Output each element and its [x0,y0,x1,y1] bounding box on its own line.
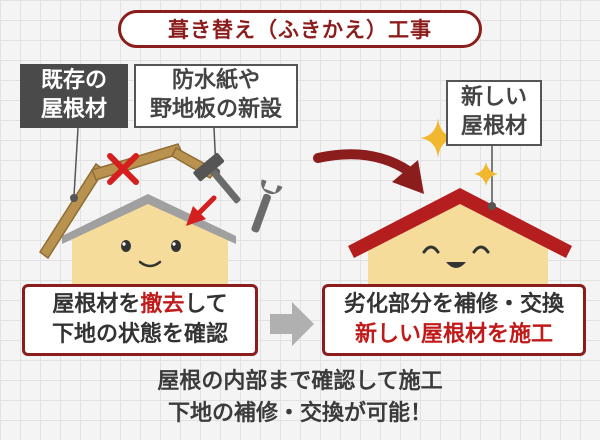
new-underlayment-label: 防水紙や 野地板の新設 [134,64,298,128]
footer-line1: 屋根の内部まで確認して施工 [157,369,443,394]
right-caption-box: 劣化部分を補修・交換 新しい屋根材を施工 [322,284,586,356]
wrench-icon [251,179,283,233]
left-house-eye-right [171,240,181,252]
footer-text: 屋根の内部まで確認して施工 下地の補修・交換が可能！ [0,366,600,430]
right-house-mouth [446,262,466,268]
right-house-wall [368,200,548,296]
left-house-eye-left [121,240,131,252]
footer-line2: 下地の補修・交換が可能！ [167,400,432,426]
left-house-roof [62,194,236,244]
left-caption-line1: 屋根材を撤去して [52,292,228,318]
arrow-down-icon [186,195,217,226]
page-title: 葺き替え（ふきかえ）工事 [118,10,482,48]
left-caption-line2: 下地の状態を確認 [51,322,228,347]
left-caption-box: 屋根材を撤去して 下地の状態を確認 [22,284,258,356]
curved-arrow-icon [313,149,424,194]
right-house [348,146,572,296]
right-house-eye-right [472,245,490,254]
right-caption-line1: 劣化部分を補修・交換 [343,292,564,318]
left-house [62,194,236,292]
x-mark-icon [107,153,139,185]
old-roof-label: 既存の 屋根材 [20,64,128,128]
arrow-right-icon [270,302,314,346]
right-house-roof [348,188,572,258]
new-roof-label: 新しい 屋根材 [446,80,542,146]
emphasis-remove: 撤去 [140,292,185,318]
right-house-eye-left [422,245,440,254]
hammer-icon [193,152,241,204]
right-caption-line2: 新しい屋根材を施工 [354,322,553,347]
left-house-mouth [138,260,162,268]
left-house-wall [72,198,228,292]
sparkle-icon [420,118,498,186]
